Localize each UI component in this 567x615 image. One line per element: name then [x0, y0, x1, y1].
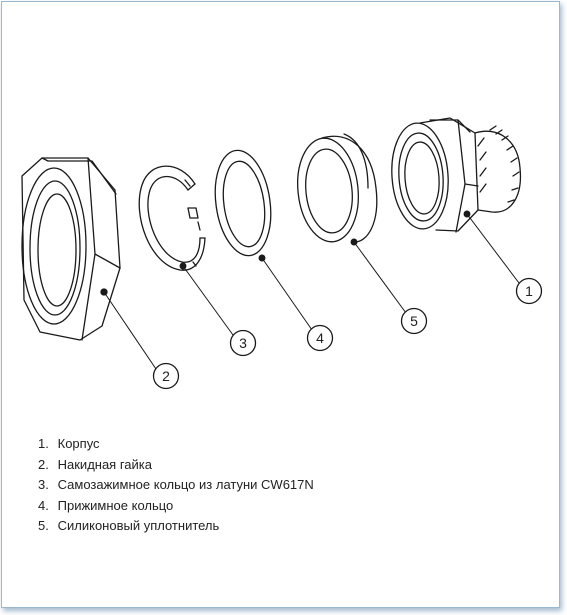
legend-item-text: Силиконовый уплотнитель	[57, 518, 220, 533]
legend-item: 3. Самозажимное кольцо из латуни CW617N	[38, 475, 314, 496]
legend-item-number: 1.	[38, 436, 49, 451]
legend-item-number: 2.	[38, 456, 49, 472]
legend-item-text: Прижимное кольцо	[57, 497, 174, 513]
callout-3: 3	[229, 329, 257, 357]
legend-item: 4. Прижимное кольцо	[38, 496, 314, 517]
legend-item-number: 3.	[38, 477, 49, 492]
diagram-frame	[1, 1, 560, 608]
callout-1-number: 1	[525, 283, 533, 299]
leader-lines	[103, 213, 520, 370]
callout-4-number: 4	[316, 330, 324, 346]
legend-item-text: Самозажимное кольцо из латуни CW617N	[57, 477, 314, 492]
legend-item: 5. Силиконовый уплотнитель	[38, 516, 314, 537]
callout-4: 4	[306, 324, 334, 352]
fitting-body	[391, 117, 522, 233]
exploded-fitting-diagram: 1 2 3 4 5	[21, 117, 543, 390]
legend-item: 2. Накидная гайка	[38, 455, 314, 476]
legend-item-number: 5.	[38, 518, 49, 533]
silicone-seal	[297, 133, 378, 246]
callout-2-number: 2	[162, 368, 170, 384]
callout-5: 5	[400, 307, 428, 335]
split-clamp-ring	[138, 165, 206, 271]
parts-legend: 1. Корпус 2. Накидная гайка 3. Самозажим…	[38, 434, 314, 537]
union-nut	[21, 157, 121, 341]
callout-5-number: 5	[410, 313, 418, 329]
legend-item-number: 4.	[38, 497, 49, 513]
legend-item-text: Корпус	[57, 436, 100, 451]
legend-item: 1. Корпус	[38, 434, 314, 455]
pressure-ring	[214, 149, 272, 262]
callout-2: 2	[152, 362, 180, 390]
callout-3-number: 3	[239, 335, 247, 351]
legend-item-text: Накидная гайка	[57, 456, 152, 472]
callout-1: 1	[515, 277, 543, 305]
